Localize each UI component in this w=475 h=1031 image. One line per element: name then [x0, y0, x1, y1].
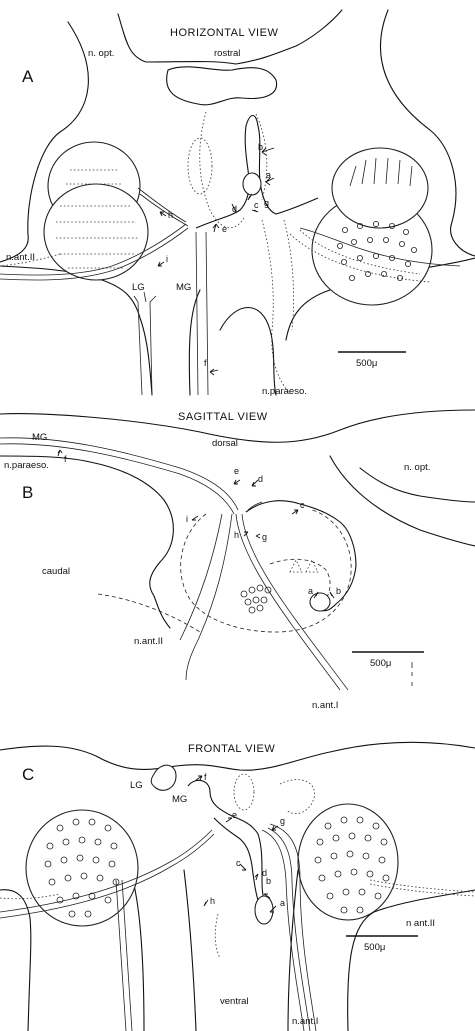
label-n-ant-ii-c: n ant.II [406, 918, 435, 929]
label-n-ant-ii-a: n.ant.II [6, 252, 35, 263]
point-a-b: a [308, 586, 313, 596]
point-a-c: a [280, 898, 285, 908]
glomerulus-pattern-b [241, 560, 318, 613]
point-h-c: h [210, 896, 215, 906]
point-h-b: h [234, 530, 239, 540]
orientation-top-b: dorsal [212, 438, 238, 449]
label-mg-b: MG [32, 432, 47, 443]
point-e-b: e [234, 466, 239, 476]
giant-neuron-c [188, 780, 273, 924]
panel-letter-b: B [22, 483, 33, 502]
label-n-opt-a: n. opt. [88, 48, 114, 59]
point-g-b: g [262, 532, 267, 542]
label-n-ant-ii-b: n.ant.II [134, 636, 163, 647]
point-e-c: e [232, 810, 237, 820]
orientation-label-a: rostral [214, 48, 240, 59]
point-d-a: d [232, 204, 237, 214]
point-f-a: f [204, 358, 207, 368]
label-lg-c: LG [130, 780, 143, 791]
label-n-ant-i-c: n.ant.I [292, 1016, 318, 1027]
point-e-a: e [222, 224, 227, 234]
point-d-b: d [258, 474, 263, 484]
panel-letter-a: A [22, 67, 34, 86]
scale-label-c: 500μ [364, 942, 385, 953]
view-title-b: SAGITTAL VIEW [178, 411, 268, 423]
label-n-paraeso-b: n.paraeso. [4, 460, 49, 471]
label-n-opt-b: n. opt. [404, 462, 430, 473]
scale-label-a: 500μ [356, 358, 377, 369]
point-h-a: h [168, 210, 173, 220]
arrows-c [196, 776, 278, 912]
label-n-ant-i-b: n.ant.I [312, 700, 338, 711]
panel-c: C FRONTAL VIEW ventral LG MG n ant.II n.… [0, 742, 475, 1031]
point-c-c: c [236, 858, 241, 868]
point-i-b: i [186, 514, 188, 524]
label-lg-a: LG [132, 282, 145, 293]
point-i-a: i [166, 254, 168, 264]
point-f-c: f [204, 772, 207, 782]
panel-a: A HORIZONTAL VIEW rostral n. opt. n.ant.… [0, 10, 475, 397]
point-b-b: b [336, 586, 341, 596]
point-c-b: c [300, 500, 305, 510]
point-d-c: d [262, 868, 267, 878]
point-g-c: g [280, 816, 285, 826]
label-n-paraeso-a: n.paraeso. [262, 386, 307, 397]
panel-letter-c: C [22, 765, 34, 784]
panel-b: B SAGITTAL VIEW dorsal caudal MG n.parae… [0, 410, 475, 711]
view-title-c: FRONTAL VIEW [188, 743, 275, 755]
point-f-b: f [64, 454, 67, 464]
scale-label-b: 500μ [370, 658, 391, 669]
orientation-label-c: ventral [220, 996, 249, 1007]
point-c-a: c [254, 200, 259, 210]
orientation-left-b: caudal [42, 566, 70, 577]
point-b-a: b [258, 142, 263, 152]
label-mg-a: MG [176, 282, 191, 293]
point-a-a: a [266, 170, 271, 180]
label-mg-c: MG [172, 794, 187, 805]
point-g-a: g [264, 198, 269, 208]
view-title-a: HORIZONTAL VIEW [170, 27, 278, 39]
